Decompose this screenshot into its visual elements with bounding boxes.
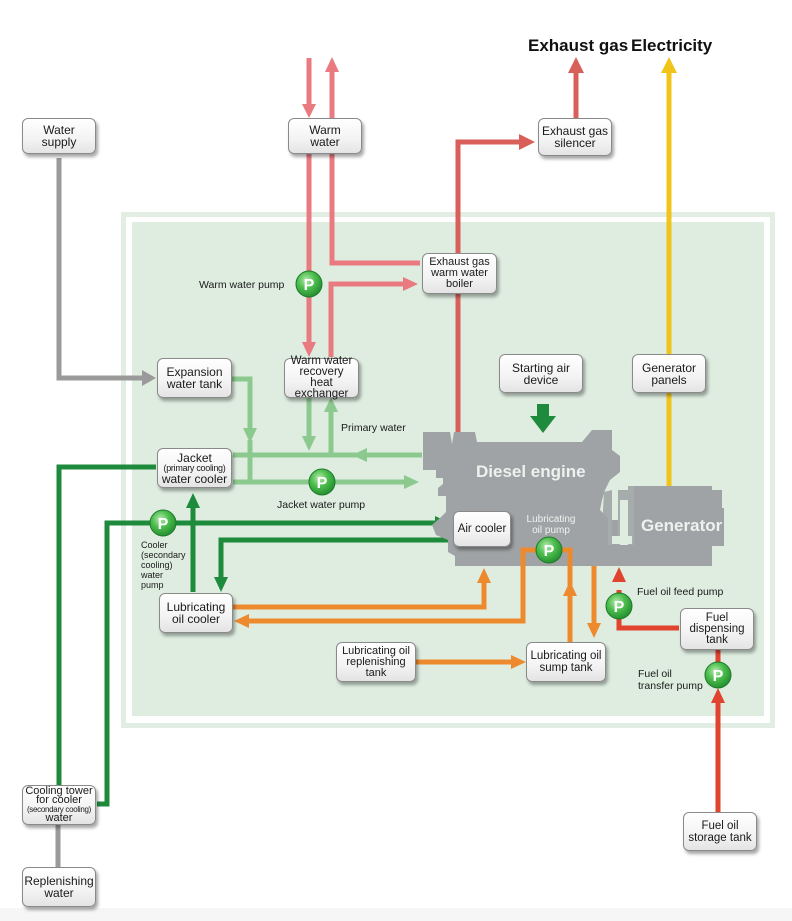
jacket-cooler-return-line: [56, 464, 156, 786]
fuel-transfer-pump[interactable]: P: [704, 661, 732, 689]
lube-cooler-to-engine-line: [232, 582, 487, 610]
sump-to-pump-line: [562, 547, 573, 642]
lube-oil-lines: [232, 547, 601, 669]
lube-oil-pump[interactable]: P: [535, 536, 563, 564]
secondary-water-lines: [56, 464, 452, 807]
water-supply-box[interactable]: Water supply: [22, 118, 96, 154]
water-supply-line: [56, 158, 144, 381]
jacket-cooler-title: Jacket: [177, 450, 212, 465]
jacket-supply-arrow: [404, 475, 419, 489]
electricity-output-label: Electricity: [631, 36, 713, 55]
replenishing-water-box[interactable]: Replenishing water: [22, 867, 96, 907]
transfer-pump-in-arrow: [711, 688, 725, 703]
replenishing-arrow: [511, 655, 526, 669]
exhaust-gas-output-label: Exhaust gas: [528, 36, 629, 55]
jacket-cooler-subtitle: (primary cooling): [163, 462, 226, 473]
jacket-water-pump-label: Jacket water pump: [277, 499, 366, 511]
jacket-water-pump[interactable]: P: [308, 468, 336, 496]
cooler-water-pump[interactable]: P: [149, 509, 177, 537]
fuel-dispensing-tank-box[interactable]: Fuel dispensing tank: [680, 608, 754, 650]
sump-in-arrow: [587, 623, 601, 638]
engine-fuel-in-arrow: [612, 567, 626, 582]
heat-exchanger-to-boiler-line: [328, 281, 404, 357]
electricity-out-arrow: [661, 57, 677, 73]
warm-water-in-arrow: [302, 104, 316, 118]
warm-water-out-arrow: [325, 57, 339, 72]
heat-exchanger-in-arrow: [302, 342, 316, 357]
cooling-tower-box[interactable]: Cooling tower for cooler (secondary cool…: [22, 785, 96, 825]
boiler-to-silencer-exhaust: [455, 139, 520, 253]
pump-symbol: P: [304, 277, 315, 294]
fuel-oil-storage-tank-box[interactable]: Fuel oil storage tank: [683, 812, 757, 851]
cooling-tower-title: Cooling tower for cooler: [25, 784, 93, 807]
heat-exchanger-out-arrow: [302, 436, 316, 451]
footer-strip: [0, 908, 792, 921]
expansion-tank-line: [232, 376, 253, 430]
warm-water-box[interactable]: Warm water: [288, 118, 362, 154]
starting-air-device-box[interactable]: Starting air device: [499, 354, 583, 393]
generator-panels-box[interactable]: Generator panels: [632, 354, 706, 393]
sump-up-arrow: [563, 581, 577, 596]
lube-oil-sump-tank-box[interactable]: Lubricating oil sump tank: [526, 642, 606, 682]
warm-water-to-boiler-return: [329, 152, 420, 266]
exhaust-lines: [455, 57, 584, 432]
fuel-feed-pump-label: Fuel oil feed pump: [637, 586, 724, 598]
cooler-water-pump-label: Cooler (secondary cooling) water pump: [141, 540, 186, 590]
engine-return-arrow: [352, 448, 367, 462]
oil-cooler-in-arrow: [234, 614, 249, 628]
supply-water-lines: [55, 158, 156, 868]
generator-label: Generator: [641, 516, 723, 535]
heat-exchanger-box[interactable]: Warm water recovery heat exchanger: [284, 355, 359, 400]
heat-exchanger-up-arrow: [324, 397, 338, 412]
water-supply-arrow: [142, 370, 156, 386]
pump-symbol: P: [544, 543, 555, 560]
warm-water-pump-label: Warm water pump: [199, 279, 285, 291]
fuel-transfer-pump-label: Fuel oil transfer pump: [638, 668, 703, 692]
pump-symbol: P: [158, 516, 169, 533]
expansion-water-tank-box[interactable]: Expansion water tank: [157, 358, 232, 398]
boiler-in-arrow: [403, 277, 418, 291]
fuel-feed-pump[interactable]: P: [605, 592, 633, 620]
diesel-engine-label: Diesel engine: [476, 462, 586, 481]
cooling-tower-suffix: water: [45, 811, 73, 824]
pump-symbol: P: [713, 668, 724, 685]
pump-symbol: P: [317, 475, 328, 492]
cooling-tower-supply-line: [97, 520, 435, 807]
silencer-in-arrow: [519, 134, 535, 150]
exhaust-gas-boiler-box[interactable]: Exhaust gas warm water boiler: [422, 253, 497, 294]
air-cooler-out-line: [218, 537, 452, 578]
lube-oil-pump-label: Lubricating oil pump: [526, 514, 576, 536]
primary-water-label: Primary water: [341, 422, 406, 434]
oil-cooler-in-arrow: [214, 577, 228, 592]
warm-water-lines: [302, 57, 420, 357]
jacket-cooler-suffix: water cooler: [161, 471, 228, 486]
air-cooler-box[interactable]: Air cooler: [453, 511, 511, 547]
exhaust-gas-silencer-box[interactable]: Exhaust gas silencer: [538, 118, 612, 156]
cooling-tower-subtitle: (secondary cooling): [26, 804, 92, 814]
expansion-tank-arrow: [243, 428, 257, 443]
oil-pump-to-cooler-line: [248, 547, 538, 624]
jacket-water-cooler-box[interactable]: Jacket (primary cooling) water cooler: [157, 448, 232, 488]
exhaust-out-arrow: [568, 57, 584, 73]
jacket-cooler-in-arrow: [186, 493, 200, 508]
lube-oil-replenishing-tank-box[interactable]: Lubricating oil replenishing tank: [336, 642, 416, 682]
engine-oil-in-arrow: [477, 568, 491, 583]
starting-air-arrow: [530, 404, 556, 433]
electricity-lines: [661, 57, 677, 486]
pump-symbol: P: [614, 599, 625, 616]
warm-water-pump[interactable]: P: [295, 270, 323, 298]
lube-oil-cooler-box[interactable]: Lubricating oil cooler: [159, 593, 233, 633]
